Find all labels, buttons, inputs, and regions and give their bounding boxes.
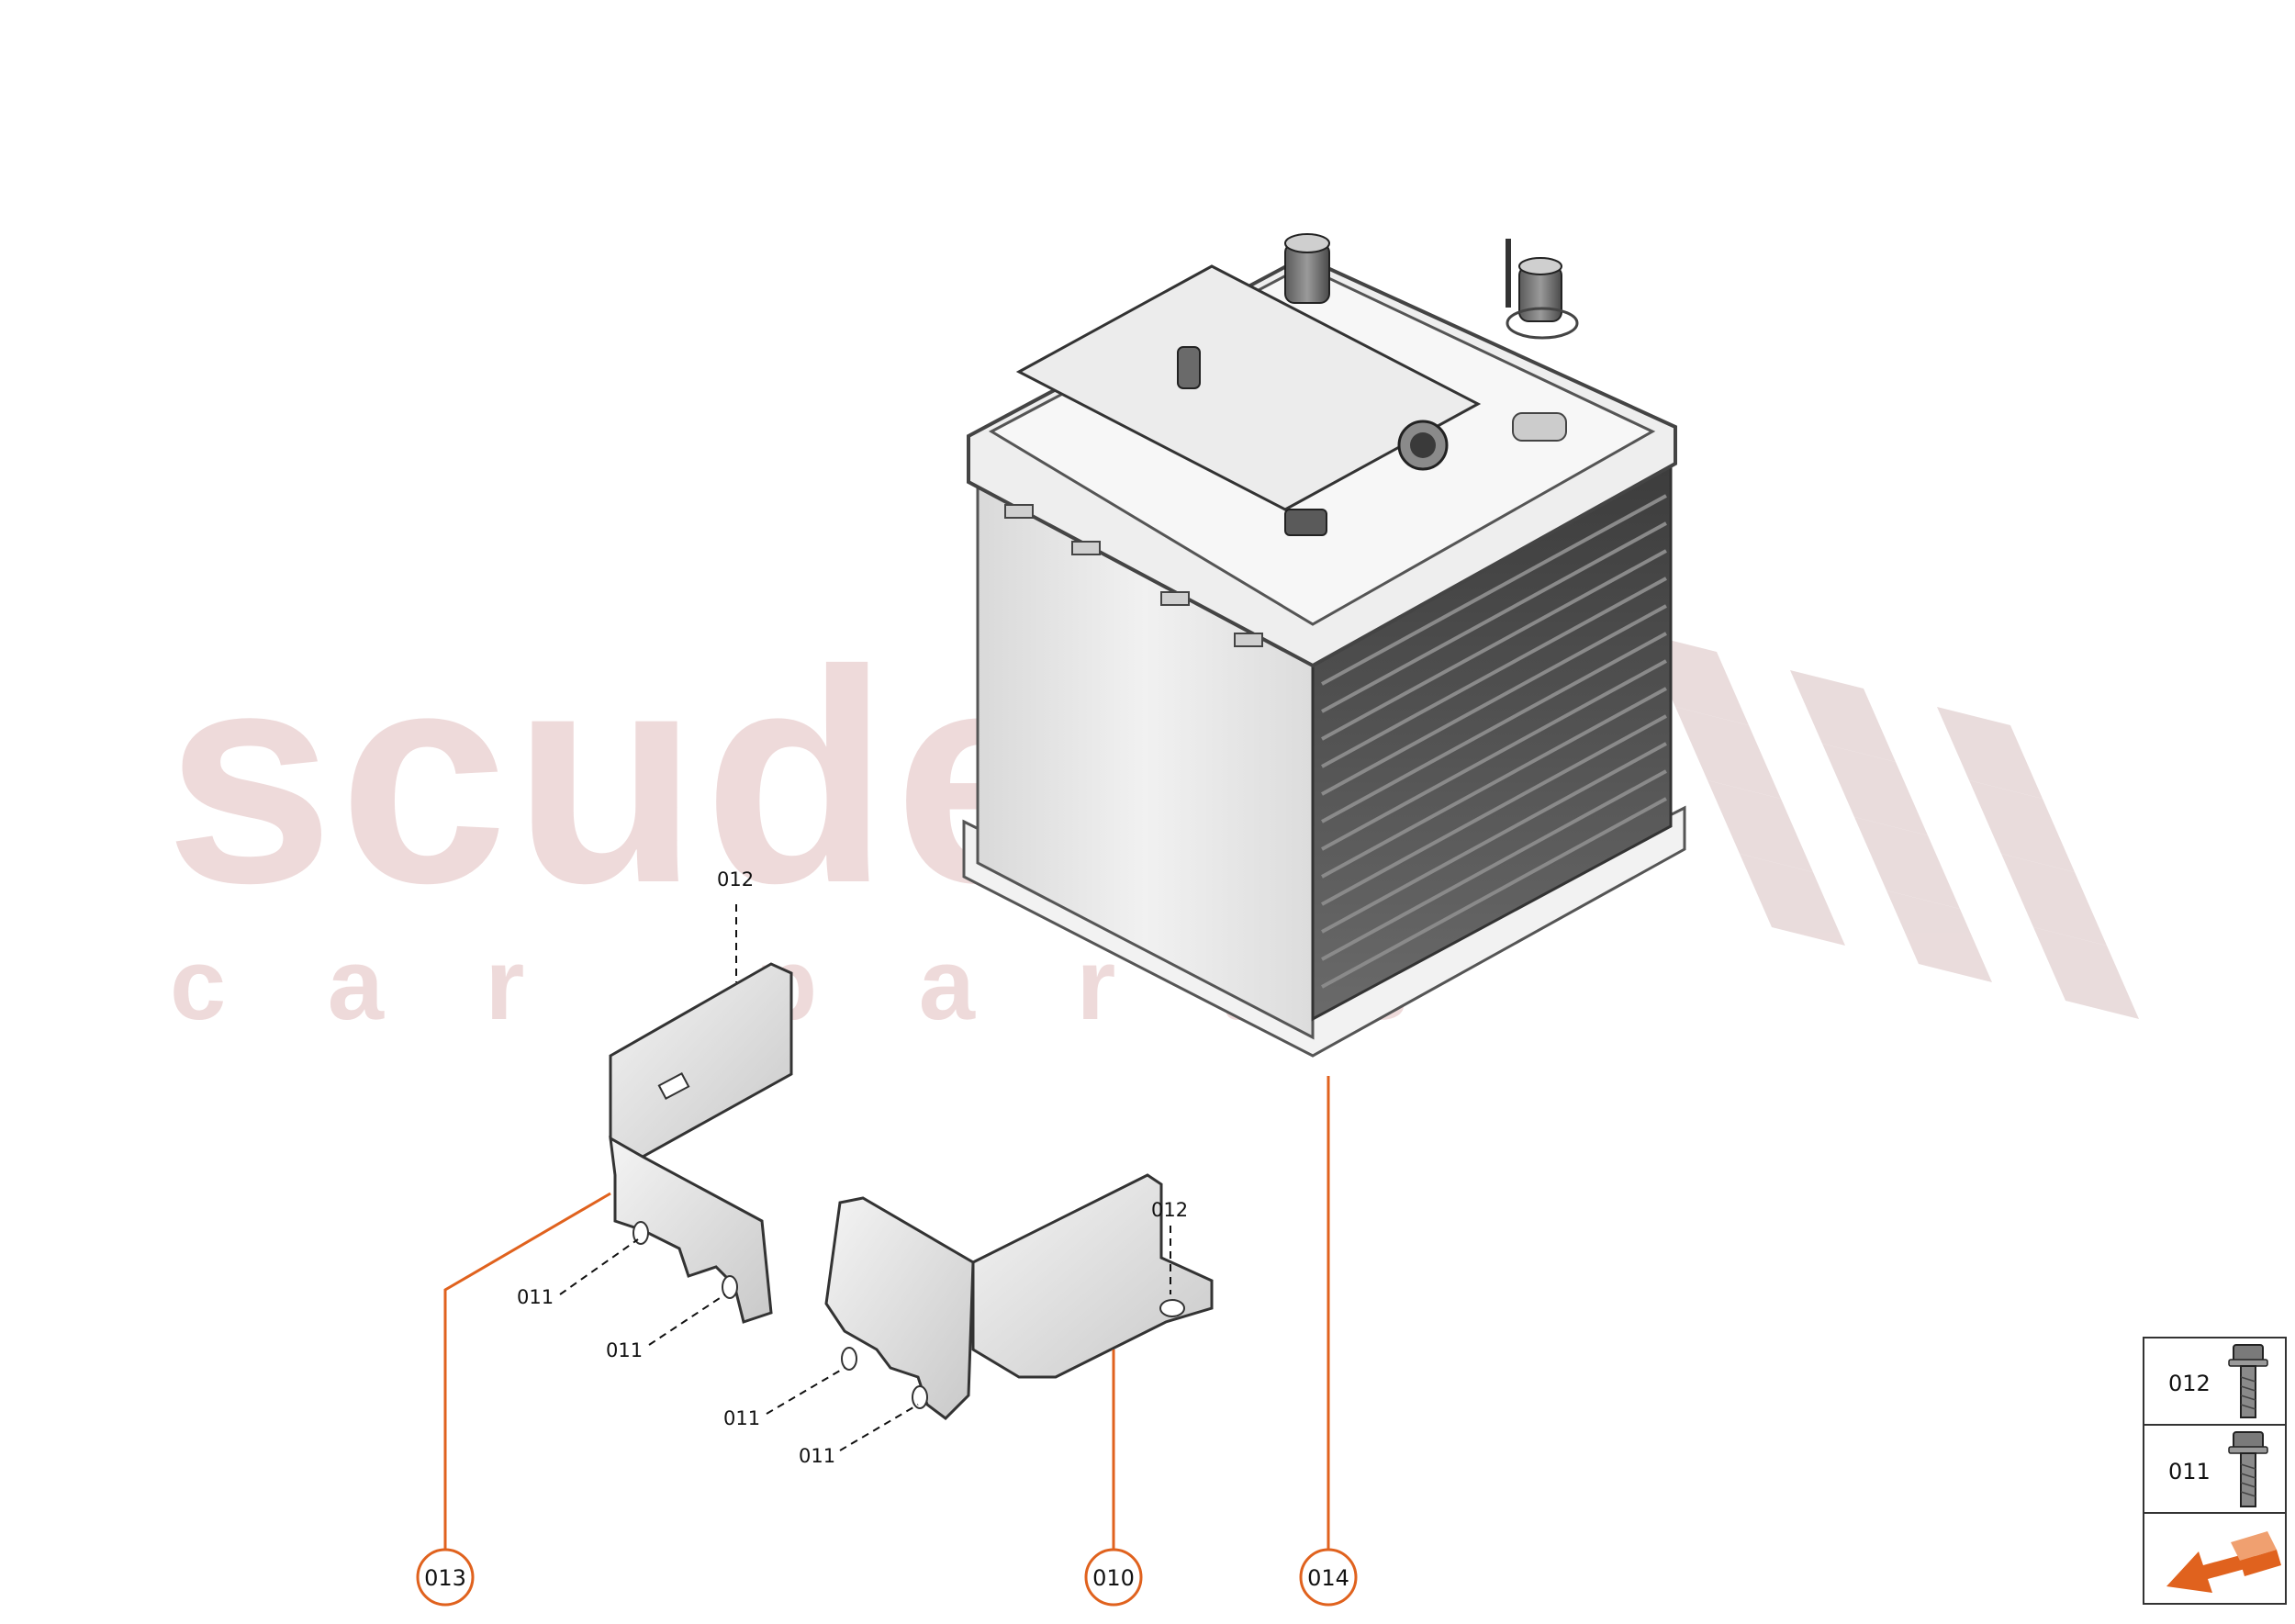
- label-012-bracket-013: 012: [717, 868, 754, 890]
- legend-code-011: 011: [2168, 1459, 2211, 1484]
- bracket-010-tab-hole: [1159, 1299, 1185, 1317]
- legend-code-012: 012: [2168, 1371, 2211, 1396]
- bracket-part-010: [824, 1173, 1214, 1420]
- direction-arrow-icon: [2166, 1531, 2281, 1593]
- callout-leaders: [443, 1076, 1330, 1551]
- bracket-013-hole-1: [633, 1221, 649, 1245]
- battery-vent-elbow: [1397, 420, 1449, 471]
- battery-vent-plug: [1177, 346, 1201, 389]
- bracket-010-hole-1: [841, 1347, 857, 1371]
- bracket-013-slot: [657, 1072, 690, 1100]
- bracket-part-013: [609, 962, 793, 1324]
- label-011-bracket-013-hole-2: 011: [606, 1339, 643, 1361]
- callout-014[interactable]: 014: [1299, 1548, 1358, 1607]
- label-011-bracket-010-hole-2: 011: [799, 1445, 835, 1467]
- callout-013[interactable]: 013: [416, 1548, 475, 1607]
- bracket-010-hole-2: [912, 1385, 928, 1409]
- battery-grip-slot: [1512, 412, 1567, 442]
- leader-lines: [559, 904, 1171, 1451]
- checkered-flag-watermark-icon: [1643, 633, 2139, 1019]
- callout-010-label: 010: [1092, 1565, 1135, 1591]
- bolt-icon: [2228, 1431, 2268, 1507]
- callout-010[interactable]: 010: [1084, 1548, 1143, 1607]
- battery-clip-tabs: [1004, 504, 1263, 647]
- callout-014-label: 014: [1307, 1565, 1349, 1591]
- battery-ribs: [1321, 494, 1667, 989]
- label-011-bracket-010-hole-1: 011: [723, 1407, 760, 1429]
- label-012-bracket-010: 012: [1151, 1199, 1188, 1221]
- battery-sensor-connector: [1284, 509, 1327, 536]
- legend-row-012: 012: [2168, 1344, 2268, 1418]
- fastener-legend: 012 011: [2143, 1337, 2287, 1605]
- battery-terminal-positive: [1284, 233, 1330, 304]
- label-011-bracket-013-hole-1: 011: [517, 1286, 554, 1308]
- bracket-013-hole-2: [722, 1275, 738, 1299]
- battery-terminal-negative: [1506, 239, 1579, 340]
- bracket-010-right-plate: [971, 1173, 1214, 1379]
- bolt-icon: [2228, 1344, 2268, 1418]
- battery-top-cover: [1015, 264, 1482, 511]
- bracket-010-left-plate: [824, 1196, 975, 1420]
- battery-part-014: [962, 233, 1686, 1058]
- legend-row-011: 011: [2168, 1431, 2268, 1507]
- callout-013-label: 013: [424, 1565, 466, 1591]
